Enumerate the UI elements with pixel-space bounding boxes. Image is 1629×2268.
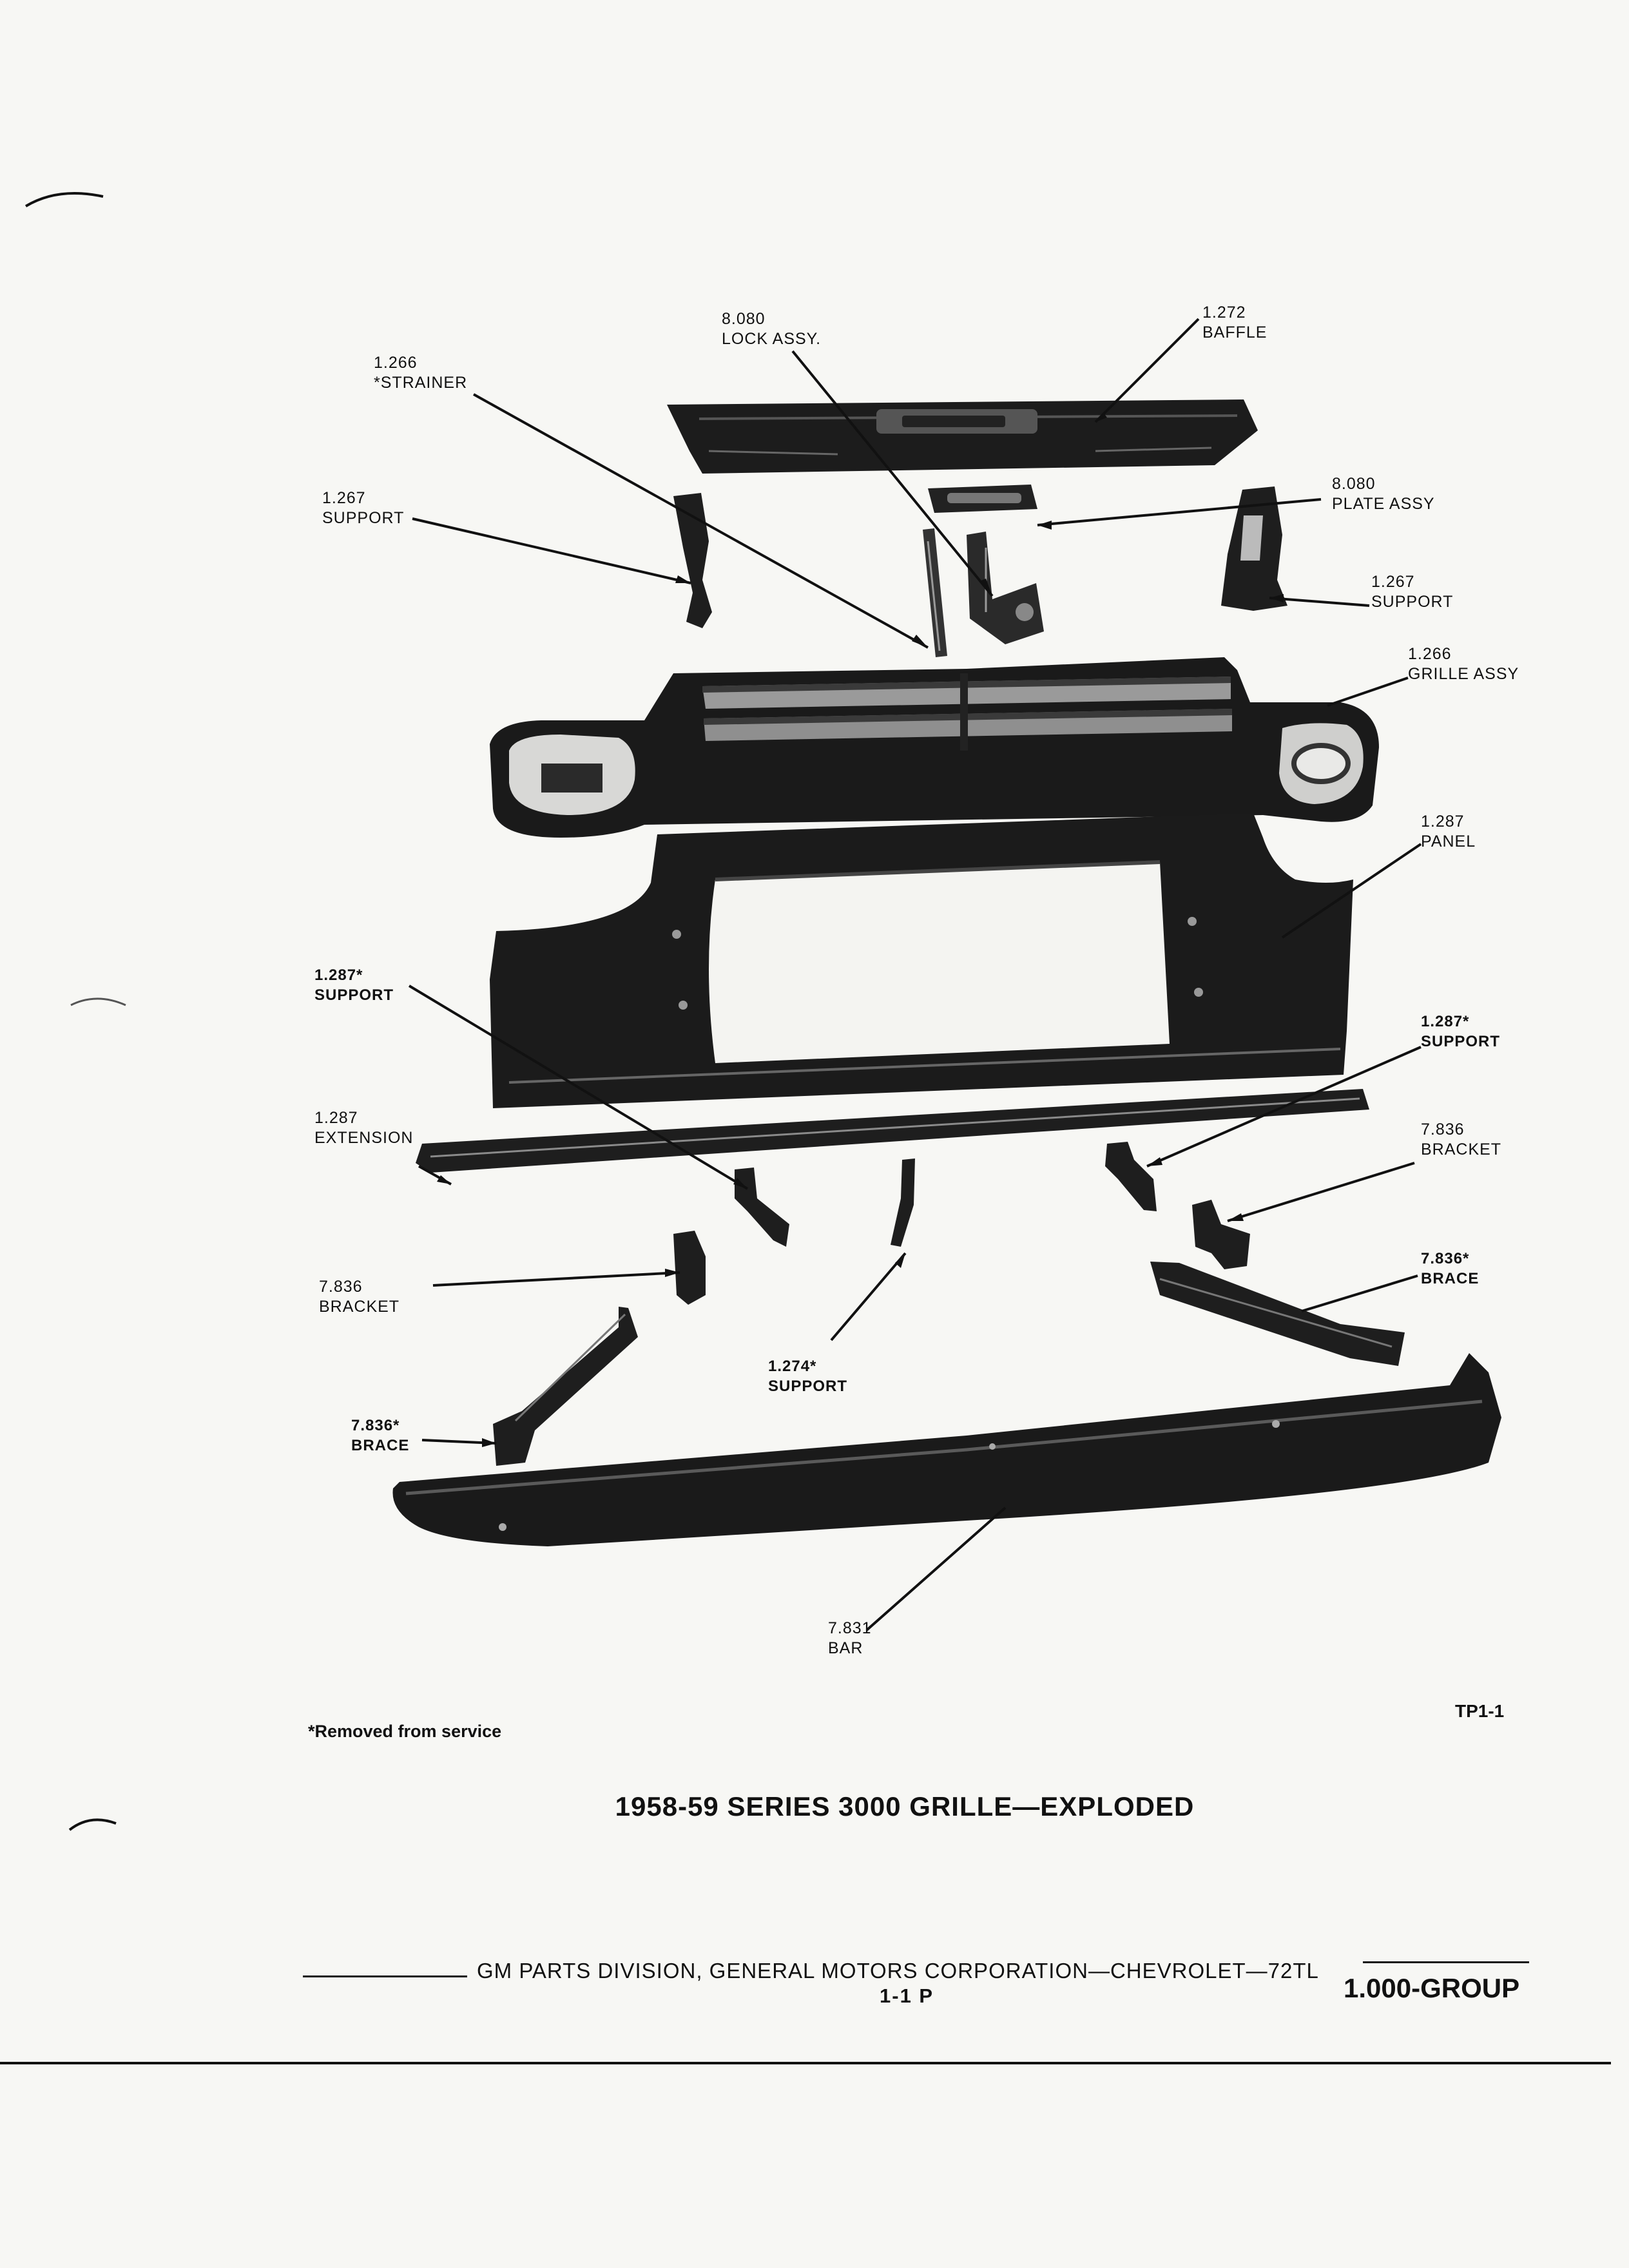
callout-panel-support-right: 1.287* SUPPORT xyxy=(1421,1012,1500,1052)
part-number: 1.287 xyxy=(314,1109,358,1127)
part-number: 1.266 xyxy=(374,354,418,372)
part-number: 7.836 xyxy=(319,1278,363,1296)
part-name: BRACKET xyxy=(319,1298,400,1316)
part-name: SUPPORT xyxy=(1421,1033,1501,1050)
part-name: EXTENSION xyxy=(314,1129,414,1147)
part-number: 1.267 xyxy=(1371,573,1415,591)
part-number: 1.287* xyxy=(1421,1013,1470,1030)
scan-mark xyxy=(24,192,104,207)
strainer-part xyxy=(923,528,947,657)
footer-page-number: 1-1 P xyxy=(880,1984,934,2007)
callout-panel-support-left: 1.287* SUPPORT xyxy=(314,965,394,1005)
part-number: 7.836* xyxy=(1421,1250,1470,1267)
scan-mark xyxy=(70,997,126,1006)
part-name: SUPPORT xyxy=(1371,593,1454,611)
part-number: 1.274* xyxy=(768,1358,817,1375)
left-bracket-part xyxy=(673,1231,706,1305)
figure-caption: 1958-59 SERIES 3000 GRILLE—EXPLODED xyxy=(615,1791,1195,1821)
part-name: PLATE ASSY xyxy=(1332,495,1435,513)
leader-lines xyxy=(408,318,1422,1631)
callout-support-right: 1.267 SUPPORT xyxy=(1371,572,1453,612)
part-name: SUPPORT xyxy=(314,986,394,1004)
lock-assy-part xyxy=(967,532,1044,644)
callout-panel: 1.287 PANEL xyxy=(1421,812,1476,852)
bar-part xyxy=(392,1353,1501,1546)
part-number: 7.836* xyxy=(351,1417,400,1434)
part-number: 8.080 xyxy=(1332,475,1376,493)
left-brace-part xyxy=(493,1307,638,1466)
part-name: PANEL xyxy=(1421,832,1476,850)
part-number: 1.287* xyxy=(314,966,363,984)
callout-bracket-left: 7.836 BRACKET xyxy=(319,1277,400,1317)
footer-publisher: GM PARTS DIVISION, GENERAL MOTORS CORPOR… xyxy=(477,1959,1319,1983)
part-number: 1.287 xyxy=(1421,812,1465,831)
grille-assy-part xyxy=(490,657,1379,838)
part-name: BRACE xyxy=(1421,1270,1480,1287)
part-name: SUPPORT xyxy=(768,1378,848,1395)
right-support-part xyxy=(1221,486,1287,611)
page-bottom-rule xyxy=(0,2062,1611,2064)
callout-extension: 1.287 EXTENSION xyxy=(314,1108,413,1148)
callout-brace-right: 7.836* BRACE xyxy=(1421,1249,1479,1289)
part-name: *STRAINER xyxy=(374,374,468,392)
leader-arrowheads xyxy=(437,412,1284,1447)
right-panel-support-part xyxy=(1105,1142,1157,1211)
part-number: 8.080 xyxy=(722,310,766,328)
scan-mark xyxy=(68,1818,117,1831)
baffle-part xyxy=(667,399,1258,474)
callout-center-support: 1.274* SUPPORT xyxy=(768,1356,847,1396)
extension-part xyxy=(416,1089,1369,1173)
figure-id: TP1-1 xyxy=(1455,1701,1505,1721)
footer-rule-right xyxy=(1363,1961,1529,1963)
footer-rule-left xyxy=(303,1975,467,1977)
left-panel-support-part xyxy=(735,1168,789,1247)
panel-part xyxy=(490,813,1353,1108)
part-name: BRACE xyxy=(351,1437,410,1454)
left-support-part xyxy=(673,493,712,628)
plate-assy-part xyxy=(928,485,1037,513)
callout-strainer: 1.266 *STRAINER xyxy=(374,353,467,393)
callout-support-left: 1.267 SUPPORT xyxy=(322,488,404,528)
part-number: 1.272 xyxy=(1202,303,1246,322)
footnote: *Removed from service xyxy=(308,1722,502,1741)
part-number: 1.266 xyxy=(1408,645,1452,663)
part-name: BAFFLE xyxy=(1202,323,1268,341)
part-number: 7.831 xyxy=(828,1619,872,1637)
callout-brace-left: 7.836* BRACE xyxy=(351,1416,409,1456)
right-brace-part xyxy=(1150,1262,1405,1366)
footer-group: 1.000-GROUP xyxy=(1344,1973,1520,2003)
callout-grille-assy: 1.266 GRILLE ASSY xyxy=(1408,644,1519,684)
part-name: LOCK ASSY. xyxy=(722,330,822,348)
right-bracket-part xyxy=(1192,1200,1250,1269)
part-name: BRACKET xyxy=(1421,1140,1502,1158)
center-support-part xyxy=(891,1158,915,1247)
part-name: GRILLE ASSY xyxy=(1408,665,1519,683)
callout-plate-assy: 8.080 PLATE ASSY xyxy=(1332,474,1435,514)
callout-lock-assy: 8.080 LOCK ASSY. xyxy=(722,309,821,349)
callout-baffle: 1.272 BAFFLE xyxy=(1202,303,1267,343)
callout-bar: 7.831 BAR xyxy=(828,1619,872,1658)
part-name: SUPPORT xyxy=(322,509,405,527)
callout-bracket-right: 7.836 BRACKET xyxy=(1421,1120,1501,1160)
part-number: 7.836 xyxy=(1421,1120,1465,1139)
part-name: BAR xyxy=(828,1639,863,1657)
part-number: 1.267 xyxy=(322,489,366,507)
